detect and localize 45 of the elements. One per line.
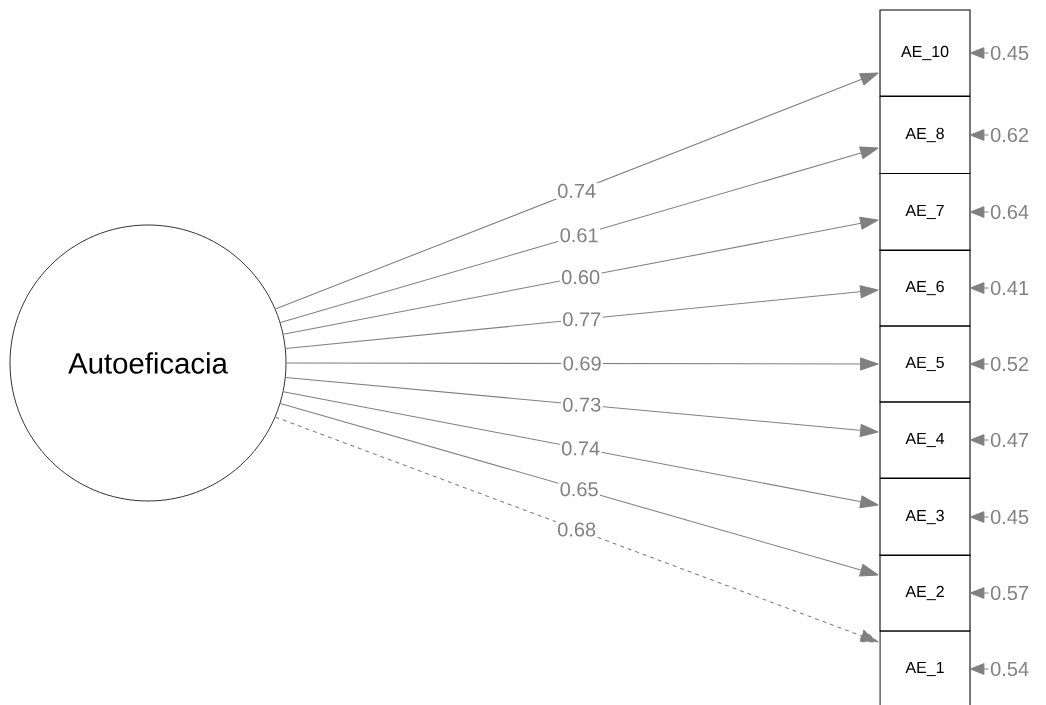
edge-label: 0.65	[558, 480, 600, 498]
edge-label: 0.41	[990, 280, 1029, 296]
arrow	[970, 663, 990, 675]
arrow	[285, 285, 879, 350]
arrow	[282, 216, 879, 335]
indicator-box: AE_7	[879, 172, 971, 252]
edge-label: 0.61	[558, 226, 600, 244]
edge-label: 0.74	[559, 439, 602, 457]
arrow	[274, 416, 879, 643]
arrow	[970, 282, 990, 294]
arrow	[970, 511, 990, 523]
indicator-box: AE_2	[879, 554, 971, 632]
edge-label: 0.54	[990, 661, 1029, 677]
indicator-box: AE_1	[879, 630, 971, 705]
edge-label: 0.74	[555, 182, 598, 200]
arrow	[282, 391, 879, 509]
edge-label: 0.60	[559, 268, 602, 286]
arrow	[970, 206, 990, 218]
indicator-box: AE_5	[879, 325, 971, 403]
edge-label: 0.69	[561, 355, 603, 372]
edge-label: 0.45	[990, 509, 1029, 525]
edge-label: 0.57	[990, 585, 1029, 601]
arrow	[274, 72, 879, 310]
indicator-box: AE_10	[879, 9, 971, 97]
edge-label: 0.73	[561, 396, 603, 414]
arrow	[970, 47, 990, 59]
arrow	[970, 129, 990, 141]
indicator-box: AE_3	[879, 477, 971, 557]
indicator-box: AE_4	[879, 401, 971, 479]
arrow	[279, 402, 879, 577]
edge-label: 0.64	[990, 204, 1029, 220]
arrow	[970, 587, 990, 599]
arrow	[970, 434, 990, 446]
edge-label: 0.68	[555, 521, 598, 538]
arrow	[279, 146, 879, 324]
edge-label: 0.45	[990, 45, 1029, 61]
arrow	[285, 376, 879, 437]
indicator-box: AE_6	[879, 249, 971, 327]
indicator-box: AE_8	[879, 95, 971, 175]
edge-label: 0.47	[990, 432, 1029, 448]
arrow	[285, 357, 879, 371]
edge-label: 0.62	[990, 127, 1029, 143]
edge-label: 0.77	[561, 310, 603, 328]
arrow	[970, 358, 990, 370]
edge-label: 0.52	[990, 356, 1029, 372]
